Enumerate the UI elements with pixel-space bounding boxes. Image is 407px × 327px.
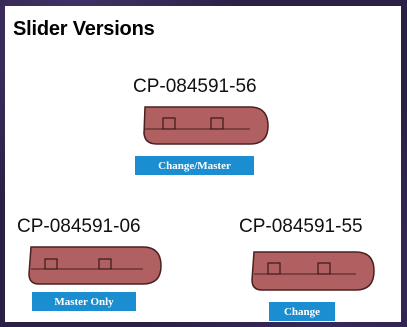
change-badge: Change (269, 302, 335, 321)
slider-1-diagram (143, 106, 269, 145)
change-master-badge: Change/Master (135, 156, 254, 175)
part-number-label: CP-084591-56 (133, 76, 257, 97)
slider-3-diagram (251, 251, 375, 291)
part-number-label: CP-084591-55 (239, 216, 363, 237)
master-only-badge: Master Only (32, 292, 136, 311)
slider-versions-panel: Slider Versions CP-084591-56 Change/Mast… (5, 6, 401, 322)
part-number-label: CP-084591-06 (17, 216, 141, 237)
slider-2-diagram (28, 246, 162, 285)
panel-title: Slider Versions (13, 18, 155, 40)
